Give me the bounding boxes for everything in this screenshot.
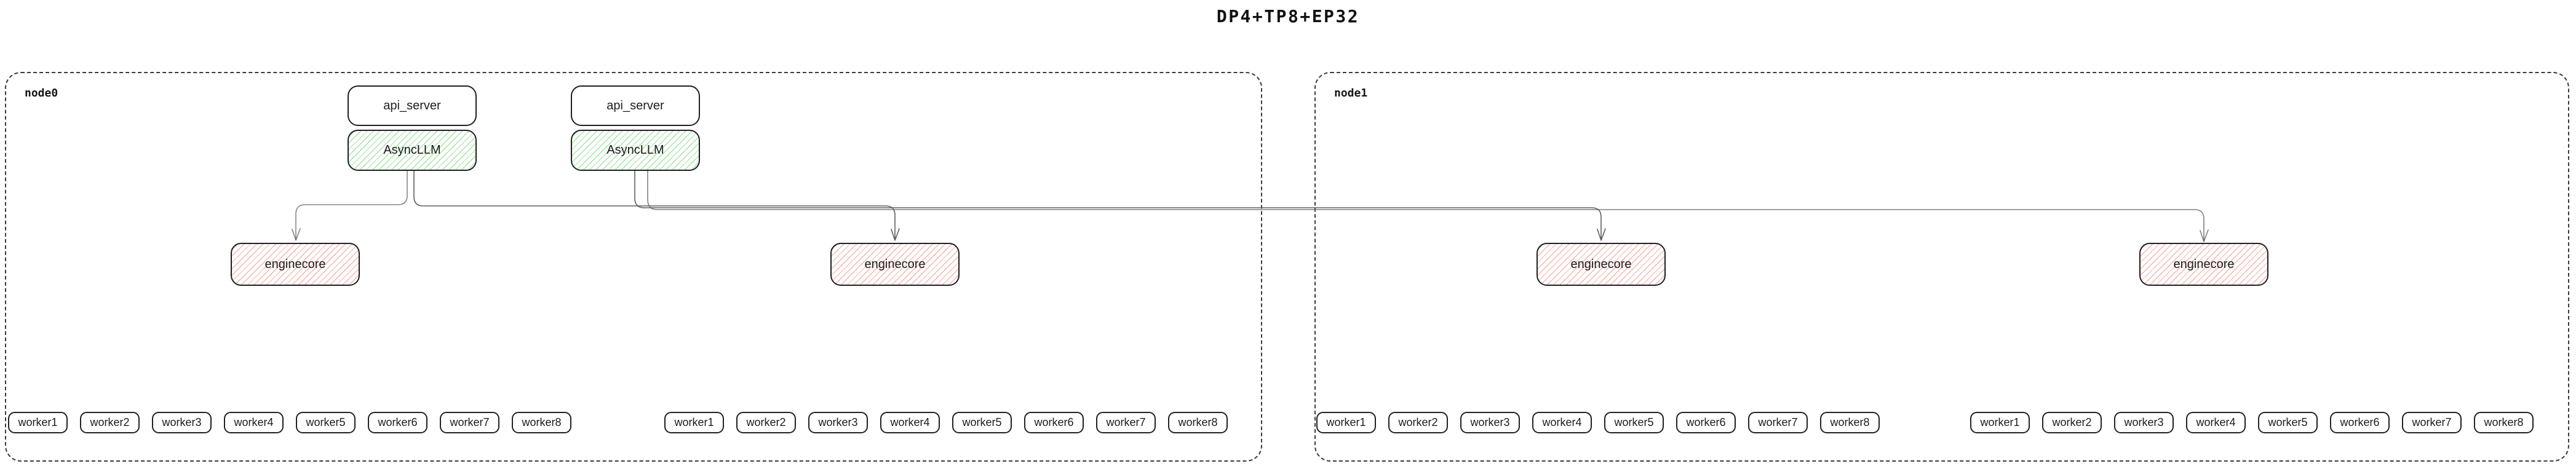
node0-container: node0 (5, 72, 1262, 462)
enginecore-box-4: enginecore (2139, 243, 2268, 286)
worker-group-node1-1: worker1 worker2 worker3 worker4 worker5 worke… (1316, 412, 1880, 433)
worker-chip: worker2 (1388, 412, 1448, 433)
worker-chip: worker7 (2402, 412, 2462, 433)
worker-chip: worker5 (952, 412, 1012, 433)
worker-chip: worker3 (2114, 412, 2174, 433)
worker-chip: worker6 (368, 412, 427, 433)
worker-chip: worker1 (1316, 412, 1376, 433)
worker-chip: worker4 (880, 412, 940, 433)
worker-chip: worker6 (1024, 412, 1084, 433)
enginecore-box-1: enginecore (231, 243, 360, 286)
worker-chip: worker4 (1532, 412, 1592, 433)
worker-chip: worker6 (2330, 412, 2390, 433)
worker-chip: worker4 (2186, 412, 2246, 433)
worker-chip: worker6 (1676, 412, 1736, 433)
worker-group-node0-1: worker1 worker2 worker3 worker4 worker5 worke… (8, 412, 571, 433)
worker-chip: worker2 (2042, 412, 2102, 433)
worker-chip: worker1 (1970, 412, 2030, 433)
worker-chip: worker3 (1460, 412, 1520, 433)
worker-chip: worker4 (224, 412, 284, 433)
worker-chip: worker2 (80, 412, 140, 433)
asyncllm-box-1: AsyncLLM (348, 130, 477, 171)
worker-chip: worker1 (664, 412, 724, 433)
worker-chip: worker5 (1604, 412, 1664, 433)
node0-label: node0 (25, 87, 58, 100)
worker-chip: worker3 (808, 412, 868, 433)
worker-chip: worker5 (2258, 412, 2318, 433)
asyncllm-box-2: AsyncLLM (571, 130, 700, 171)
diagram-title: DP4+TP8+EP32 (1216, 6, 1360, 26)
worker-chip: worker3 (152, 412, 212, 433)
worker-chip: worker8 (2474, 412, 2534, 433)
api-server-box-1: api_server (348, 85, 477, 126)
worker-chip: worker2 (736, 412, 796, 433)
node1-label: node1 (1334, 87, 1368, 100)
worker-chip: worker1 (8, 412, 68, 433)
worker-group-node1-2: worker1 worker2 worker3 worker4 worker5 worke… (1970, 412, 2534, 433)
worker-chip: worker5 (296, 412, 356, 433)
worker-chip: worker7 (1748, 412, 1808, 433)
api-server-box-2: api_server (571, 85, 700, 126)
node1-container: node1 (1314, 72, 2569, 462)
worker-chip: worker8 (1820, 412, 1880, 433)
worker-chip: worker7 (1096, 412, 1156, 433)
worker-chip: worker7 (440, 412, 499, 433)
worker-group-node0-2: worker1 worker2 worker3 worker4 worker5 worke… (664, 412, 1228, 433)
worker-chip: worker8 (512, 412, 571, 433)
worker-chip: worker8 (1168, 412, 1228, 433)
enginecore-box-2: enginecore (830, 243, 960, 286)
enginecore-box-3: enginecore (1536, 243, 1666, 286)
